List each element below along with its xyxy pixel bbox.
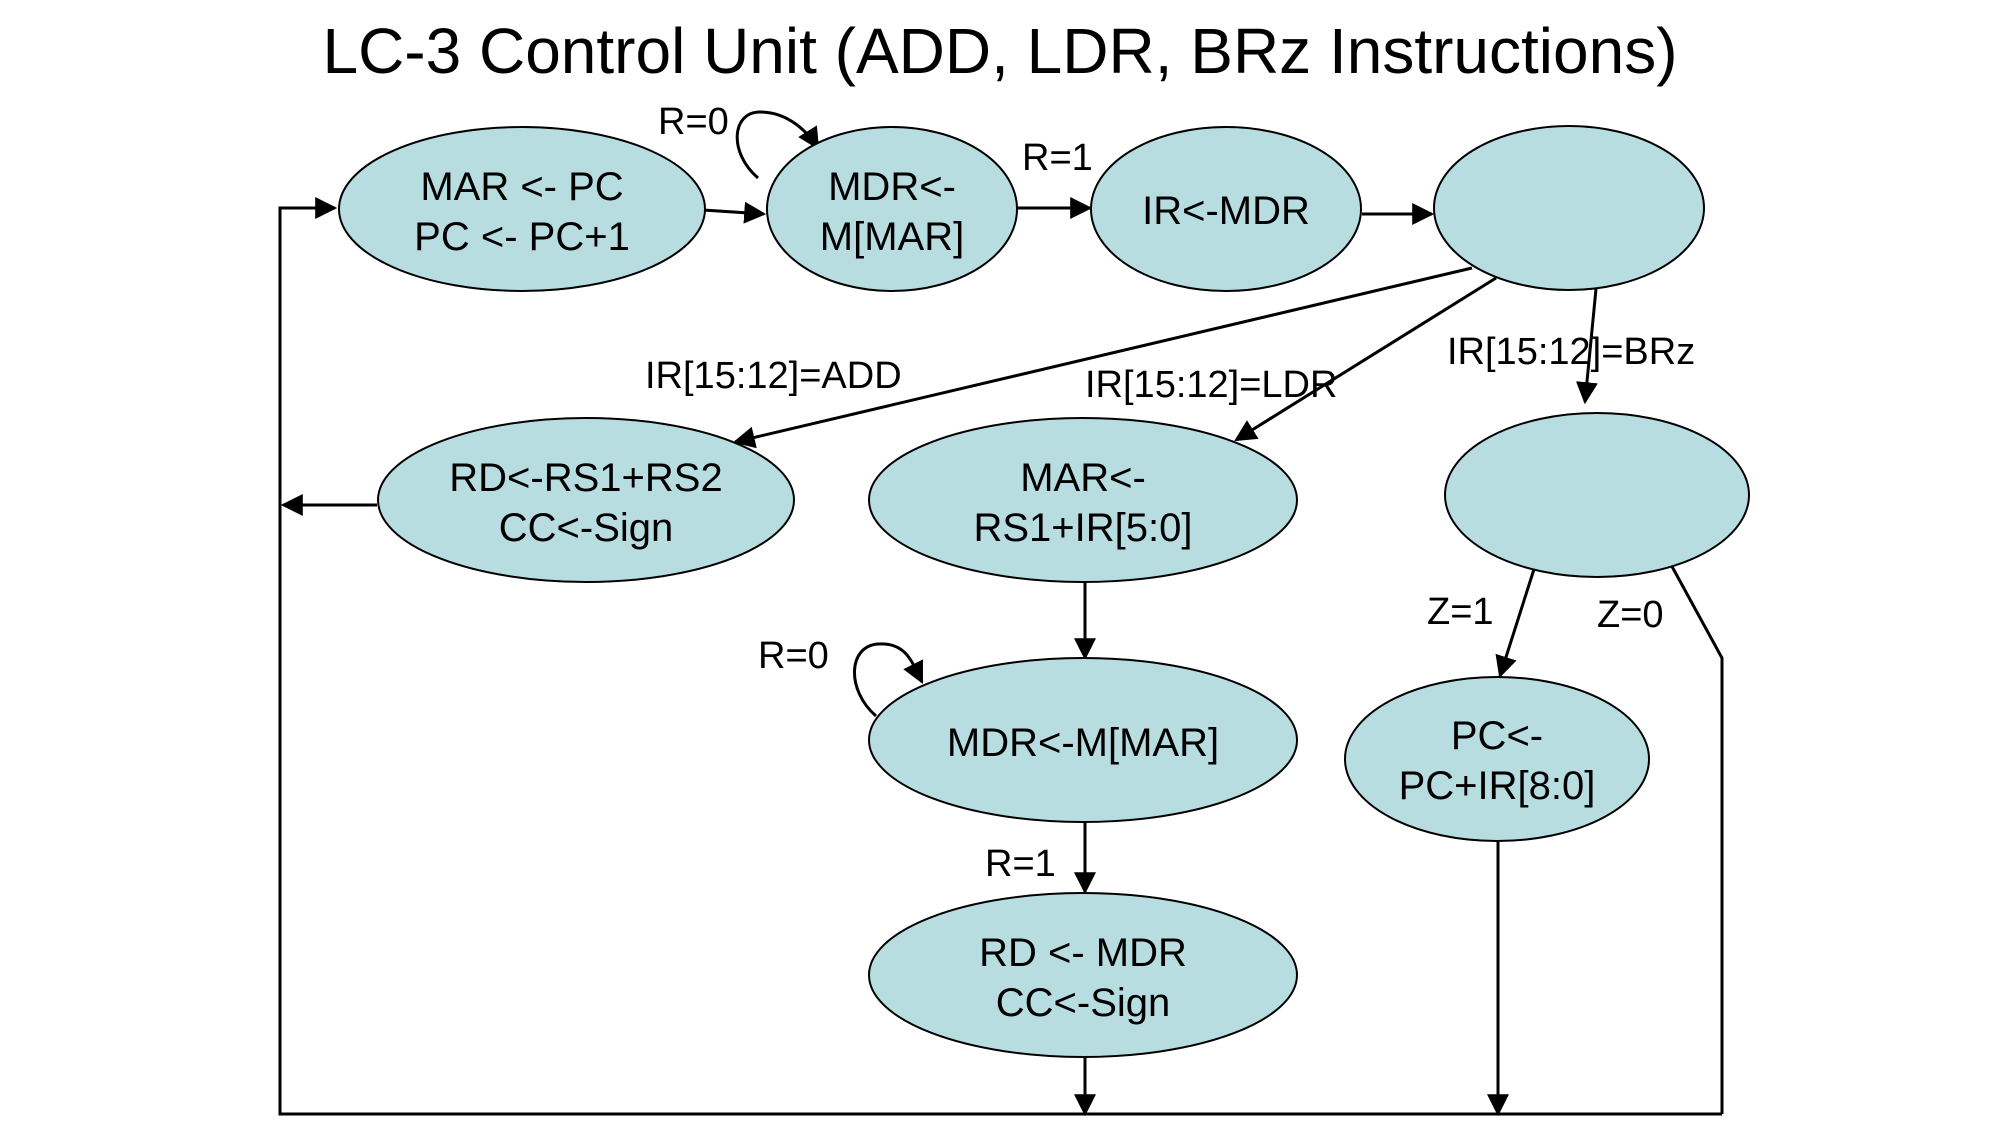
edge-brz-z0 xyxy=(1667,560,1724,1114)
state-brz-taken-line2: PC+IR[8:0] xyxy=(1399,764,1596,808)
state-ldr-address: MAR<- RS1+IR[5:0] xyxy=(868,417,1298,583)
edge-ldr2-self-loop xyxy=(853,642,924,718)
edges xyxy=(278,110,1724,1117)
state-ldr-writeback-line1: RD <- MDR xyxy=(979,931,1187,975)
edge-decode-ldr xyxy=(1234,276,1497,442)
state-brz-check xyxy=(1444,412,1750,578)
state-fetch-mdr-read-line1: MDR<- xyxy=(828,165,956,209)
label-ldr2-wait: R=0 xyxy=(758,635,829,677)
state-fetch-mdr-read: MDR<- M[MAR] xyxy=(766,126,1018,292)
state-ldr-address-line1: MAR<- xyxy=(1020,456,1146,500)
state-fetch-mar-pc-line2: PC <- PC+1 xyxy=(414,215,630,259)
state-brz-taken-line1: PC<- xyxy=(1451,714,1543,758)
edge-decode-add xyxy=(732,266,1473,449)
state-ldr-address-line2: RS1+IR[5:0] xyxy=(973,506,1192,550)
state-fetch-mar-pc: MAR <- PC PC <- PC+1 xyxy=(338,126,706,292)
state-ldr-writeback-line2: CC<-Sign xyxy=(996,981,1171,1025)
label-ldr2-ready: R=1 xyxy=(985,843,1056,885)
label-fetch2-wait: R=0 xyxy=(658,101,729,143)
state-ldr-read: MDR<-M[MAR] xyxy=(868,657,1298,823)
label-opcode-ldr: IR[15:12]=LDR xyxy=(1085,364,1337,406)
label-opcode-brz: IR[15:12]=BRz xyxy=(1447,331,1695,373)
state-ldr-read-line1: MDR<-M[MAR] xyxy=(947,721,1219,765)
state-fetch-mdr-read-line2: M[MAR] xyxy=(820,215,964,259)
label-opcode-add: IR[15:12]=ADD xyxy=(645,355,902,397)
diagram-title: LC-3 Control Unit (ADD, LDR, BRz Instruc… xyxy=(322,15,1677,87)
state-fetch-mar-pc-line1: MAR <- PC xyxy=(420,165,623,209)
state-brz-taken: PC<- PC+IR[8:0] xyxy=(1344,676,1650,842)
edge-fetch1-fetch2 xyxy=(702,201,767,224)
label-z-clear: Z=0 xyxy=(1597,594,1664,636)
label-fetch2-ready: R=1 xyxy=(1022,137,1093,179)
return-bus xyxy=(278,197,1722,1116)
states: MAR <- PC PC <- PC+1 MDR<- M[MAR] IR<-MD… xyxy=(338,125,1750,1058)
state-add-execute-line1: RD<-RS1+RS2 xyxy=(449,456,722,500)
edge-labels: R=0 R=1 IR[15:12]=ADD IR[15:12]=LDR IR[1… xyxy=(645,101,1695,885)
state-fetch-ir-load-line1: IR<-MDR xyxy=(1142,189,1310,233)
state-add-execute-line2: CC<-Sign xyxy=(499,506,674,550)
state-add-execute: RD<-RS1+RS2 CC<-Sign xyxy=(377,417,795,583)
state-ldr-writeback: RD <- MDR CC<-Sign xyxy=(868,892,1298,1058)
edge-brz-z1 xyxy=(1495,565,1537,679)
state-fetch-ir-load: IR<-MDR xyxy=(1090,126,1362,292)
label-z-set: Z=1 xyxy=(1427,591,1494,633)
edge-fetch2-self-loop xyxy=(735,110,820,180)
edge-decode-brz xyxy=(1575,288,1598,405)
state-decode xyxy=(1433,125,1705,291)
